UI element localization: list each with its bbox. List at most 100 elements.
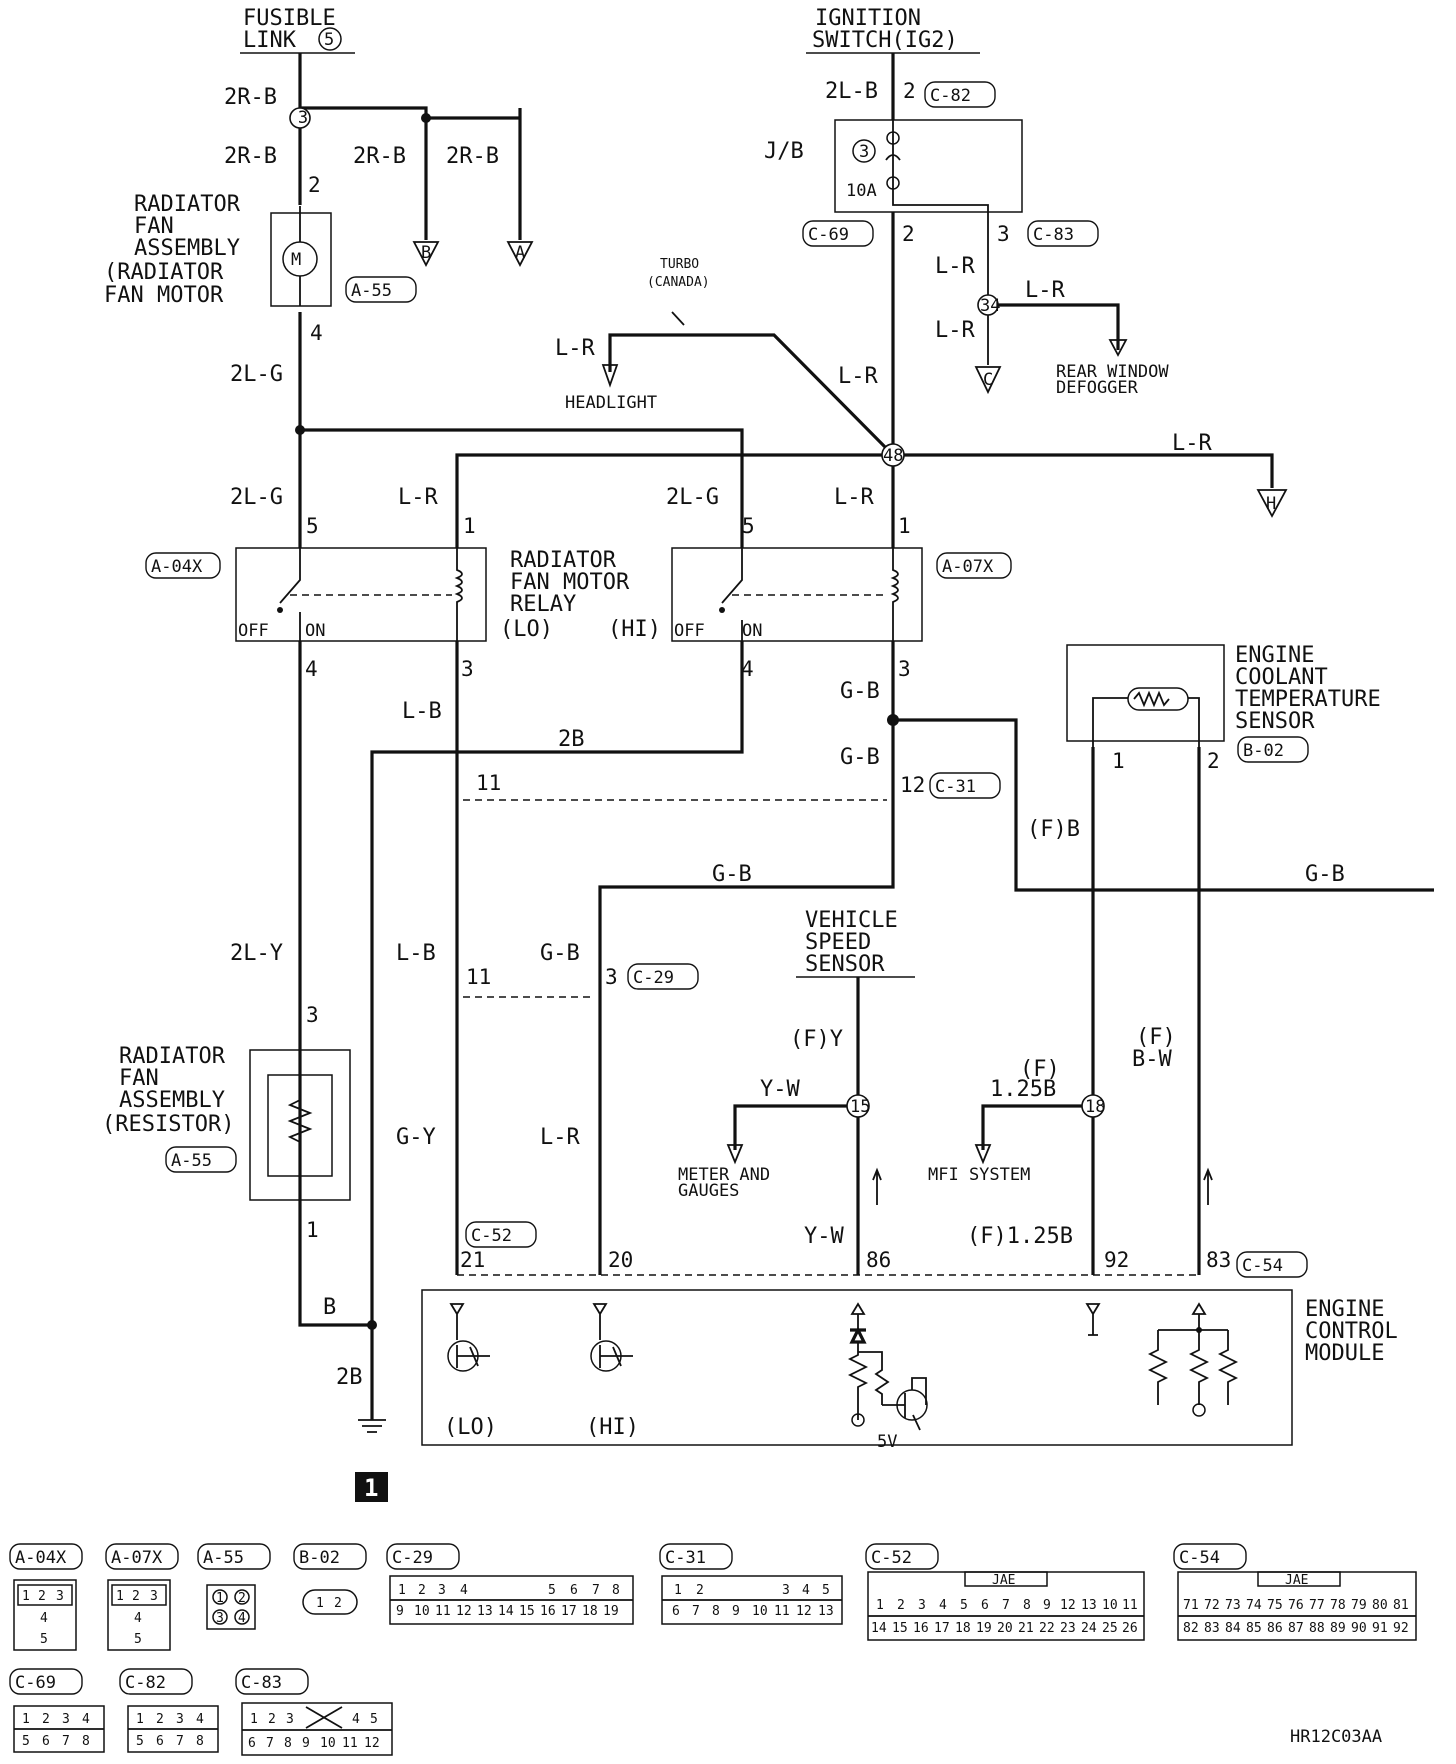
svg-text:17: 17	[934, 1621, 950, 1636]
connector-c52-tag	[465, 1221, 537, 1248]
relay-hi-off: OFF	[674, 621, 705, 641]
svg-text:8: 8	[712, 1604, 720, 1619]
pin-ecm-83: 83	[1206, 1248, 1231, 1272]
ect-sensor-label-3: TEMPERATURE	[1235, 687, 1381, 712]
wire-f125b: (F)1.25B	[967, 1224, 1073, 1249]
svg-text:15: 15	[892, 1621, 908, 1636]
legend-c31-grid: 1 2 3 4 5 6 7 8 9 10 11 12 13	[662, 1583, 842, 1619]
pin-ect-2: 2	[1207, 749, 1220, 773]
svg-text:6: 6	[156, 1734, 164, 1749]
fusible-link-number-ring	[318, 27, 342, 51]
pin-ecm-92: 92	[1104, 1248, 1129, 1272]
splice-18: 18	[1085, 1097, 1105, 1117]
legend-c31-tag: C-31	[665, 1548, 706, 1568]
svg-text:85: 85	[1246, 1621, 1262, 1636]
svg-text:7: 7	[692, 1604, 700, 1619]
svg-text:2: 2	[897, 1598, 905, 1613]
svg-text:4: 4	[460, 1583, 468, 1598]
svg-text:82: 82	[1183, 1621, 1199, 1636]
svg-text:(RESISTOR): (RESISTOR)	[102, 1112, 234, 1137]
ignition-switch-label: IGNITION	[815, 6, 921, 31]
svg-text:2: 2	[696, 1583, 704, 1598]
svg-text:7: 7	[62, 1734, 70, 1749]
meter-label-2: GAUGES	[678, 1181, 739, 1201]
ecm-label-2: CONTROL	[1305, 1319, 1398, 1344]
ground-number: 1	[364, 1474, 378, 1502]
pin-c69-2: 2	[902, 222, 915, 246]
svg-text:FAN MOTOR: FAN MOTOR	[104, 283, 224, 308]
relay-hi-label: (HI)	[608, 617, 661, 642]
ect-sensor-label-4: SENSOR	[1235, 709, 1315, 734]
fan-resistor	[249, 1049, 351, 1201]
connector-a55-tag-top	[345, 276, 417, 303]
svg-text:7: 7	[266, 1736, 274, 1751]
offpage-c: C	[983, 370, 993, 390]
svg-text:4: 4	[939, 1598, 947, 1613]
legend-a04x-pin3: 3	[56, 1589, 64, 1604]
legend-c69-grid: 1 2 3 4 5 6 7 8	[14, 1712, 104, 1749]
legend-c54-grid: 71 72 73 74 75 76 77 78 79 80 81 82 83 8…	[1178, 1598, 1416, 1636]
legend-c82-tag: C-82	[125, 1673, 166, 1693]
svg-text:4: 4	[802, 1583, 810, 1598]
middle-wiring	[298, 641, 1434, 1410]
svg-text:78: 78	[1330, 1598, 1346, 1613]
connector-c31-label: C-31	[935, 777, 976, 797]
ignition-switch-label-2: SWITCH(IG2)	[812, 28, 958, 53]
svg-text:12: 12	[1060, 1598, 1076, 1613]
pin-c31-12: 12	[900, 773, 925, 797]
headlight-label: HEADLIGHT	[565, 393, 657, 413]
connector-c31-tag	[929, 772, 1001, 799]
ecm-label: ENGINE	[1305, 1297, 1384, 1322]
svg-text:11: 11	[774, 1604, 790, 1619]
wire-fy: (F)Y	[790, 1027, 843, 1052]
vss-wiring	[726, 977, 1213, 1275]
svg-text:11: 11	[1122, 1598, 1138, 1613]
pin-resistor-1: 1	[306, 1218, 319, 1242]
legend-a07x-pin4: 4	[134, 1611, 142, 1626]
svg-text:2: 2	[42, 1712, 50, 1727]
jb-circuit	[455, 53, 1288, 548]
svg-text:5: 5	[370, 1712, 378, 1727]
svg-text:86: 86	[1267, 1621, 1283, 1636]
connector-c83-label: C-83	[1033, 225, 1074, 245]
svg-text:3: 3	[176, 1712, 184, 1727]
svg-text:13: 13	[1081, 1598, 1097, 1613]
svg-text:(RADIATOR: (RADIATOR	[104, 260, 224, 285]
connector-a04x-label: A-04X	[151, 557, 203, 577]
connector-a04x-tag	[145, 552, 221, 579]
pin-relay-hi-5: 5	[742, 514, 755, 538]
pin-relay-hi-4: 4	[741, 657, 754, 681]
wire-125b: 1.25B	[990, 1077, 1056, 1102]
wire-2lb: 2L-B	[825, 79, 878, 104]
legend-a55-pin2: 2	[238, 1591, 246, 1606]
svg-text:5: 5	[822, 1583, 830, 1598]
legend-a55-pin3: 3	[216, 1611, 224, 1626]
wire-yw-b: Y-W	[804, 1224, 844, 1249]
relay-hi-on: ON	[742, 621, 762, 641]
svg-text:3: 3	[438, 1583, 446, 1598]
svg-text:24: 24	[1081, 1621, 1097, 1636]
legend-c52-tag: C-52	[871, 1548, 912, 1568]
ground-symbol	[355, 1410, 388, 1502]
svg-text:10: 10	[1102, 1598, 1118, 1613]
svg-text:4: 4	[352, 1712, 360, 1727]
svg-text:4: 4	[82, 1712, 90, 1727]
svg-text:5: 5	[960, 1598, 968, 1613]
svg-text:13: 13	[818, 1604, 834, 1619]
connector-c29-tag	[627, 963, 699, 990]
svg-text:12: 12	[796, 1604, 812, 1619]
connector-c69-label: C-69	[808, 225, 849, 245]
svg-text:16: 16	[540, 1604, 556, 1619]
legend-a04x-tag: A-04X	[15, 1548, 67, 1568]
pin-ecm-21: 21	[460, 1248, 485, 1272]
svg-text:3: 3	[62, 1712, 70, 1727]
turbo-label: TURBO	[660, 257, 699, 272]
svg-text:74: 74	[1246, 1598, 1262, 1613]
splice-15: 15	[850, 1097, 870, 1117]
svg-text:84: 84	[1225, 1621, 1241, 1636]
relay-lo-on: ON	[305, 621, 325, 641]
fusible-link-number: 5	[324, 30, 334, 50]
rear-defogger-label-2: DEFOGGER	[1056, 378, 1139, 398]
pin-relay-lo-4: 4	[305, 657, 318, 681]
svg-text:91: 91	[1372, 1621, 1388, 1636]
